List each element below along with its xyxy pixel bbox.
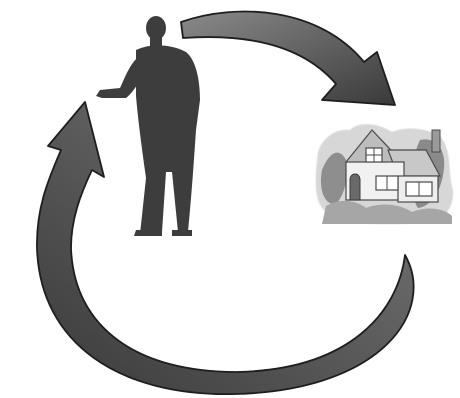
curved-arrow-top-right-icon [181, 11, 395, 105]
man-silhouette-icon [96, 16, 200, 236]
house-sketch-icon [316, 124, 453, 224]
